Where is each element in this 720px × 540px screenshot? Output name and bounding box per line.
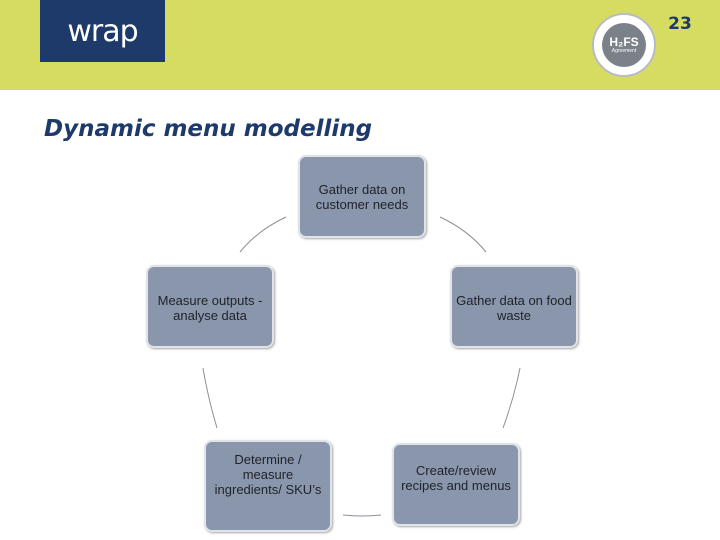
page-number: 23 [668, 14, 692, 34]
node-label: Determine / measure ingredients/ SKU’s [214, 452, 322, 497]
slide-title: Dynamic menu modelling [44, 116, 373, 142]
cycle-node-recipes: Create/review recipes and menus [392, 443, 520, 526]
header-band: wrap H₂FS Agreement 23 [0, 0, 720, 90]
connector-arc [342, 514, 382, 517]
connector-arc [502, 367, 521, 429]
seal-badge: H₂FS Agreement [602, 23, 646, 67]
cycle-node-outputs: Measure outputs - analyse data [146, 265, 274, 348]
node-label: Gather data on customer needs [315, 182, 409, 212]
cycle-node-food-waste: Gather data on food waste [450, 265, 578, 348]
node-label: Measure outputs - analyse data [157, 293, 263, 323]
cycle-node-customer-needs: Gather data on customer needs [298, 155, 426, 238]
connector-arc [439, 216, 487, 253]
seal-subtitle: Agreement [611, 47, 637, 54]
cycle-node-ingredients: Determine / measure ingredients/ SKU’s [204, 440, 332, 532]
logo-text: wrap [67, 13, 138, 49]
node-label: Create/review recipes and menus [401, 463, 511, 493]
seal-title: H₂FS [609, 34, 639, 49]
node-label: Gather data on food waste [456, 293, 572, 323]
h2fs-seal-icon: H₂FS Agreement [592, 13, 656, 77]
connector-arc [239, 216, 287, 253]
connector-arc [202, 367, 218, 429]
wrap-logo: wrap [40, 0, 165, 62]
